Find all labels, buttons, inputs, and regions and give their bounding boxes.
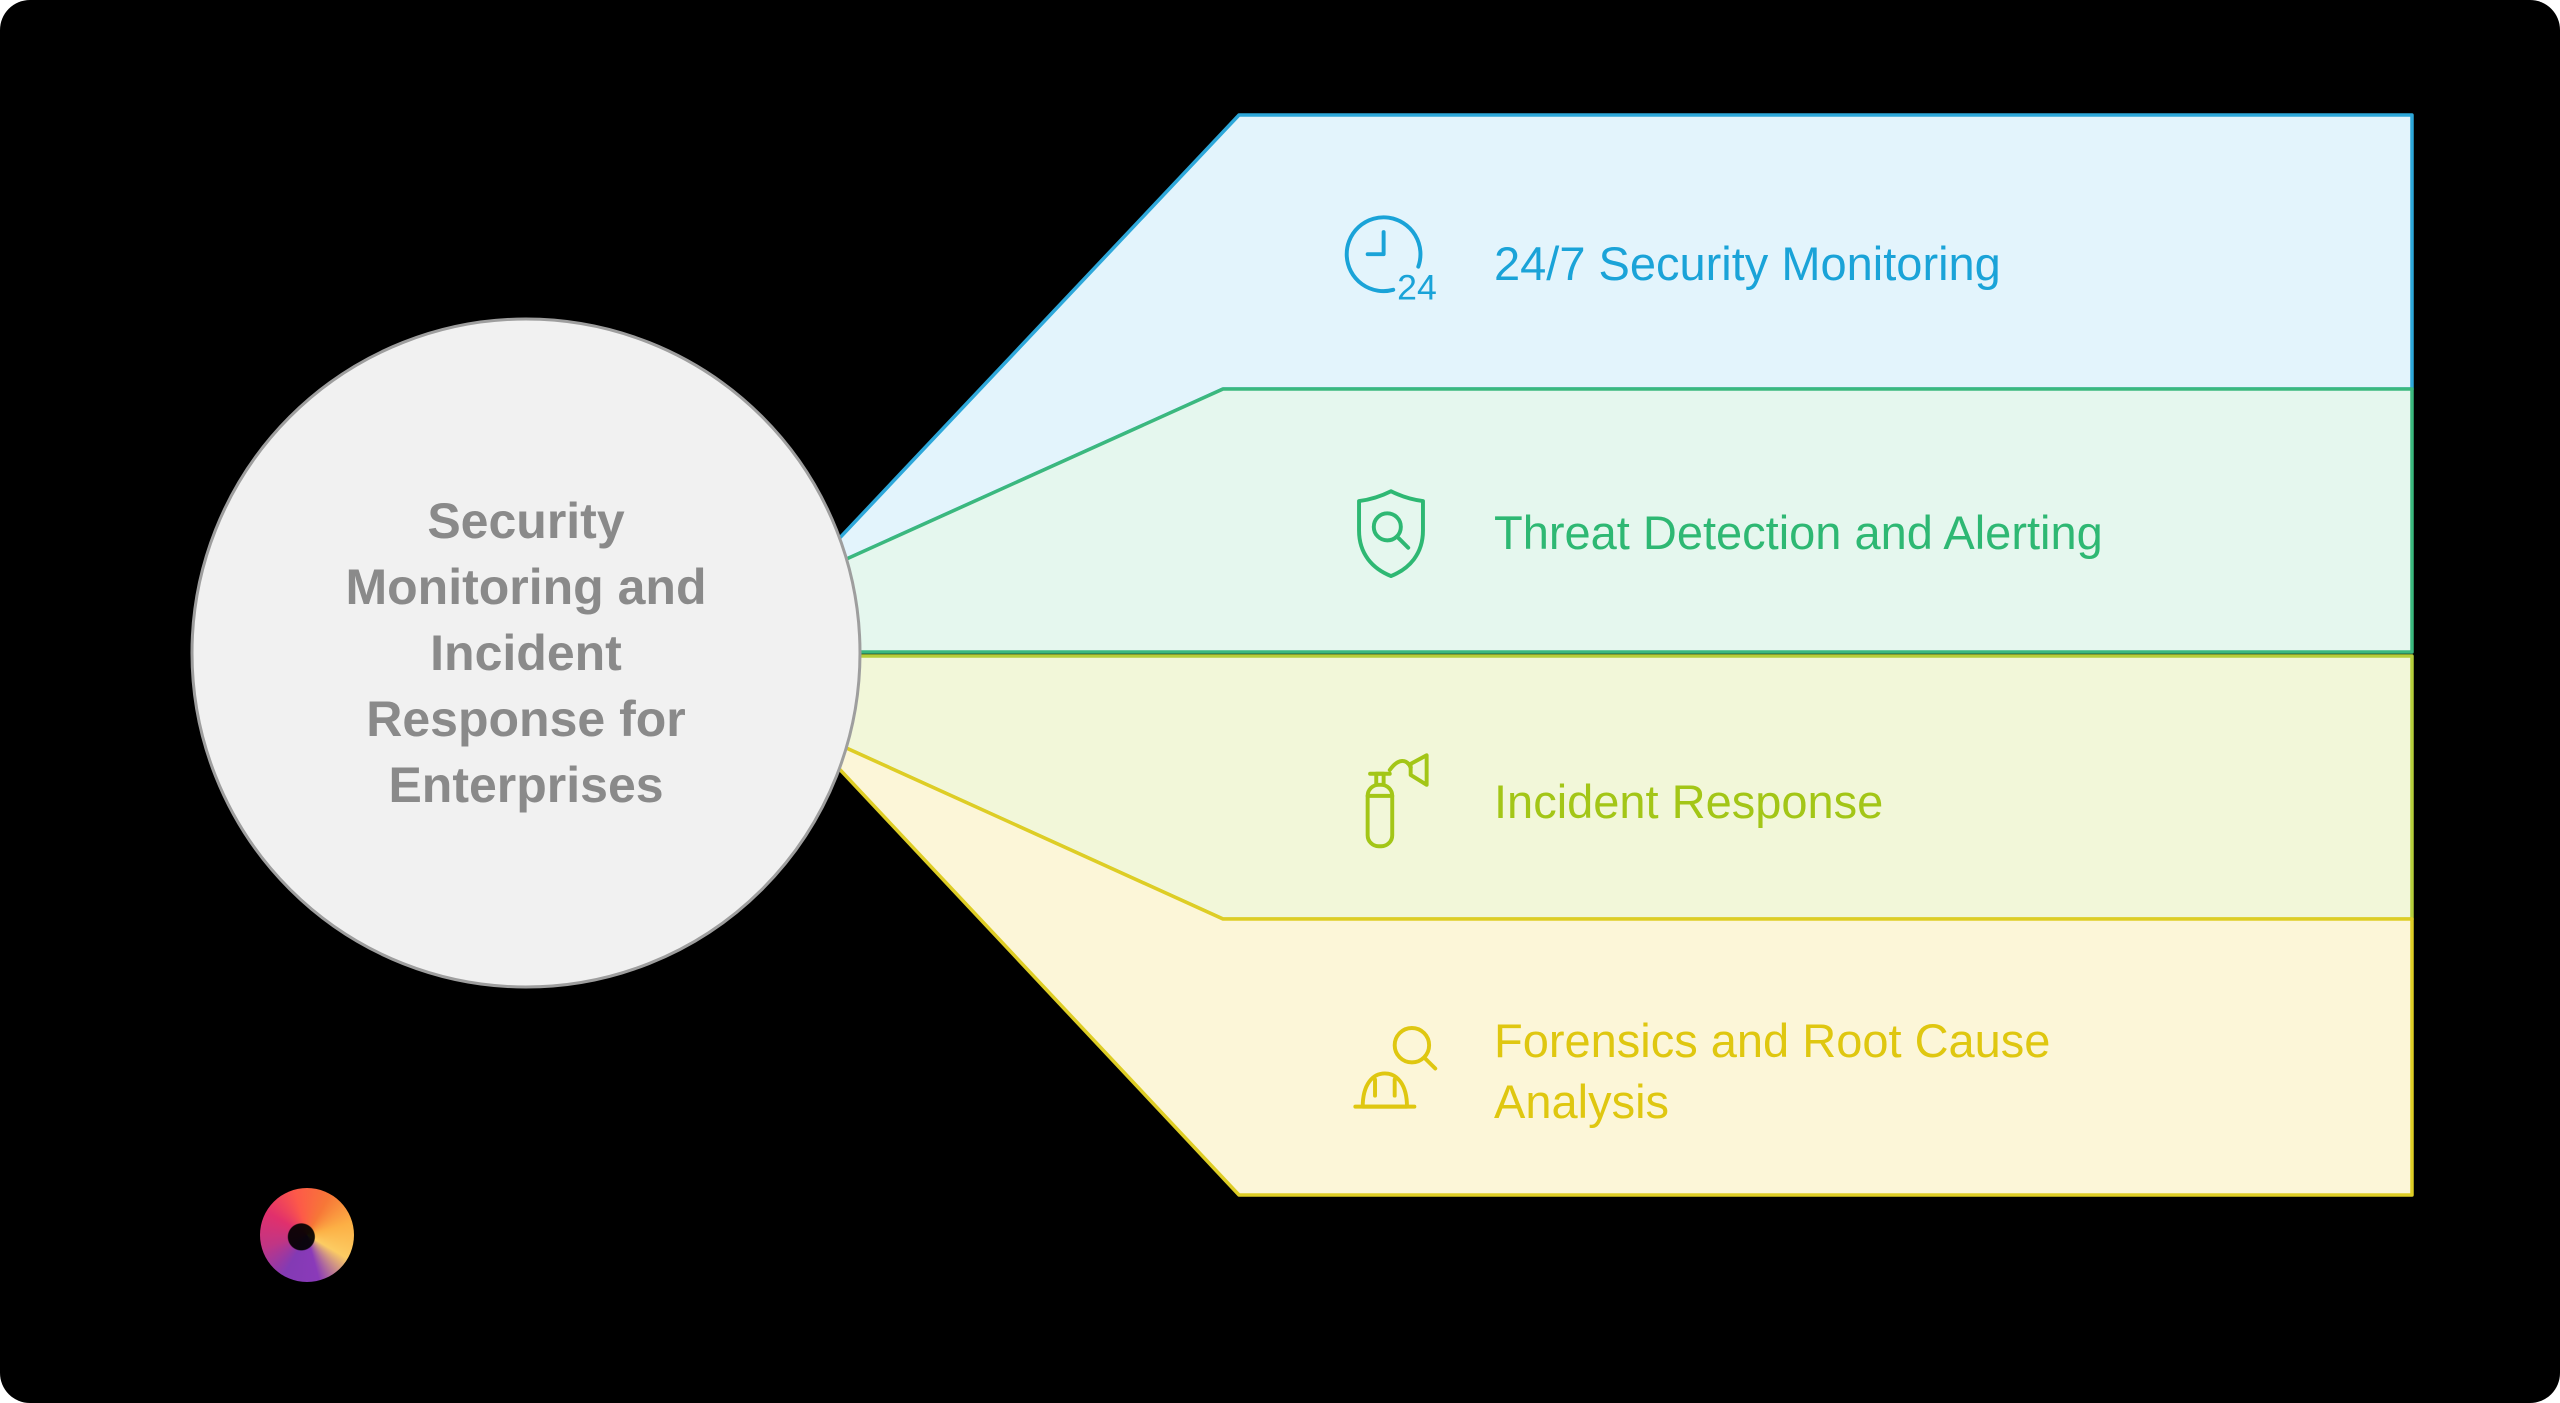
band-forensics xyxy=(798,725,2414,1197)
branch-24-7-security-monitoring: 24 24/7 Security Monitoring xyxy=(1332,169,2001,359)
shield-search-icon xyxy=(1357,489,1425,578)
hub-title-line: Monitoring and xyxy=(345,559,707,615)
hub-circle xyxy=(190,317,862,989)
brand-logo xyxy=(260,1188,354,1282)
hub-title: Security Monitoring and Incident Respons… xyxy=(286,473,766,833)
hub-title-line: Security xyxy=(427,493,625,549)
branch-threat-detection: Threat Detection and Alerting xyxy=(1332,438,2103,628)
branch-label-incident-response: Incident Response xyxy=(1494,775,1884,829)
branch-incident-response: Incident Response xyxy=(1332,707,1883,897)
clock-24-icon: 24 xyxy=(1344,215,1437,308)
hub-title-line: Enterprises xyxy=(388,757,664,813)
branch-label-security-monitoring: 24/7 Security Monitoring xyxy=(1494,237,2001,291)
hub-title-line: Incident xyxy=(430,625,622,681)
branch-forensics: Forensics and Root Cause Analysis xyxy=(1332,976,2194,1166)
branch-label-forensics: Forensics and Root Cause Analysis xyxy=(1494,1013,2051,1128)
branch-label-threat-detection: Threat Detection and Alerting xyxy=(1494,506,2103,560)
clock-24-number: 24 xyxy=(1397,268,1437,308)
fire-extinguisher-icon xyxy=(1365,753,1429,849)
investigator-hardhat-magnifier-icon xyxy=(1353,1026,1438,1109)
hub-title-line: Response for xyxy=(366,691,686,747)
